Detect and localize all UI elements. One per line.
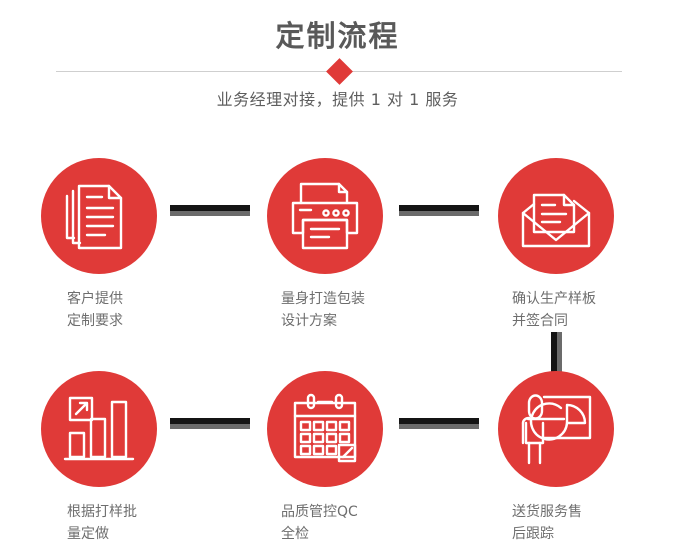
step-3-label-line1: 确认生产样板: [512, 291, 596, 307]
connector-gray-band: [170, 424, 250, 429]
step-3-label: 确认生产样板 并签合同: [512, 288, 596, 332]
step-2-circle[interactable]: [267, 158, 383, 274]
step-5-label: 品质管控QC 全检: [281, 501, 358, 545]
connector-dark-band: [399, 418, 479, 424]
connector-step2-step3: [399, 205, 479, 216]
step-6-label: 送货服务售 后跟踪: [512, 501, 582, 545]
connector-gray-band: [399, 424, 479, 429]
envelope-document-icon: [521, 193, 591, 248]
page-subtitle: 业务经理对接，提供 1 对 1 服务: [216, 90, 459, 109]
documents-stack-icon: [65, 184, 123, 250]
connector-step3-step6-vertical: [551, 332, 562, 372]
connector-dark-band: [170, 418, 250, 424]
page-title: 定制流程: [275, 19, 400, 53]
step-3-label-line2: 并签合同: [512, 313, 568, 329]
calendar-check-icon: [293, 393, 357, 463]
step-4-label-line1: 根据打样批: [67, 504, 137, 520]
connector-dark-band: [551, 332, 557, 372]
connector-dark-band: [170, 205, 250, 211]
step-6-circle[interactable]: [498, 371, 614, 487]
step-1-circle[interactable]: [41, 158, 157, 274]
step-4-label-line2: 量定做: [67, 526, 109, 542]
step-1-label-line1: 客户提供: [67, 291, 123, 307]
step-2-label: 量身打造包装 设计方案: [281, 288, 365, 332]
connector-dark-band: [399, 205, 479, 211]
bar-chart-growth-icon: [63, 396, 135, 461]
step-5-circle[interactable]: [267, 371, 383, 487]
step-3-circle[interactable]: [498, 158, 614, 274]
step-6-label-line1: 送货服务售: [512, 504, 582, 520]
step-5-label-line2: 全检: [281, 526, 309, 542]
printer-icon: [291, 182, 359, 250]
step-5-label-line1: 品质管控QC: [281, 504, 358, 520]
connector-gray-band: [557, 332, 562, 372]
connector-step4-step5: [170, 418, 250, 429]
step-2-label-line2: 设计方案: [281, 313, 337, 329]
step-1-label: 客户提供 定制要求: [67, 288, 123, 332]
step-4-circle[interactable]: [41, 371, 157, 487]
step-2-label-line1: 量身打造包装: [281, 291, 365, 307]
presentation-person-icon: [521, 394, 592, 465]
step-4-label: 根据打样批 量定做: [67, 501, 137, 545]
connector-step1-step2: [170, 205, 250, 216]
connector-step5-step6: [399, 418, 479, 429]
diamond-separator-icon: [326, 58, 353, 85]
connector-gray-band: [170, 211, 250, 216]
connector-gray-band: [399, 211, 479, 216]
step-6-label-line2: 后跟踪: [512, 526, 554, 542]
step-1-label-line2: 定制要求: [67, 313, 123, 329]
